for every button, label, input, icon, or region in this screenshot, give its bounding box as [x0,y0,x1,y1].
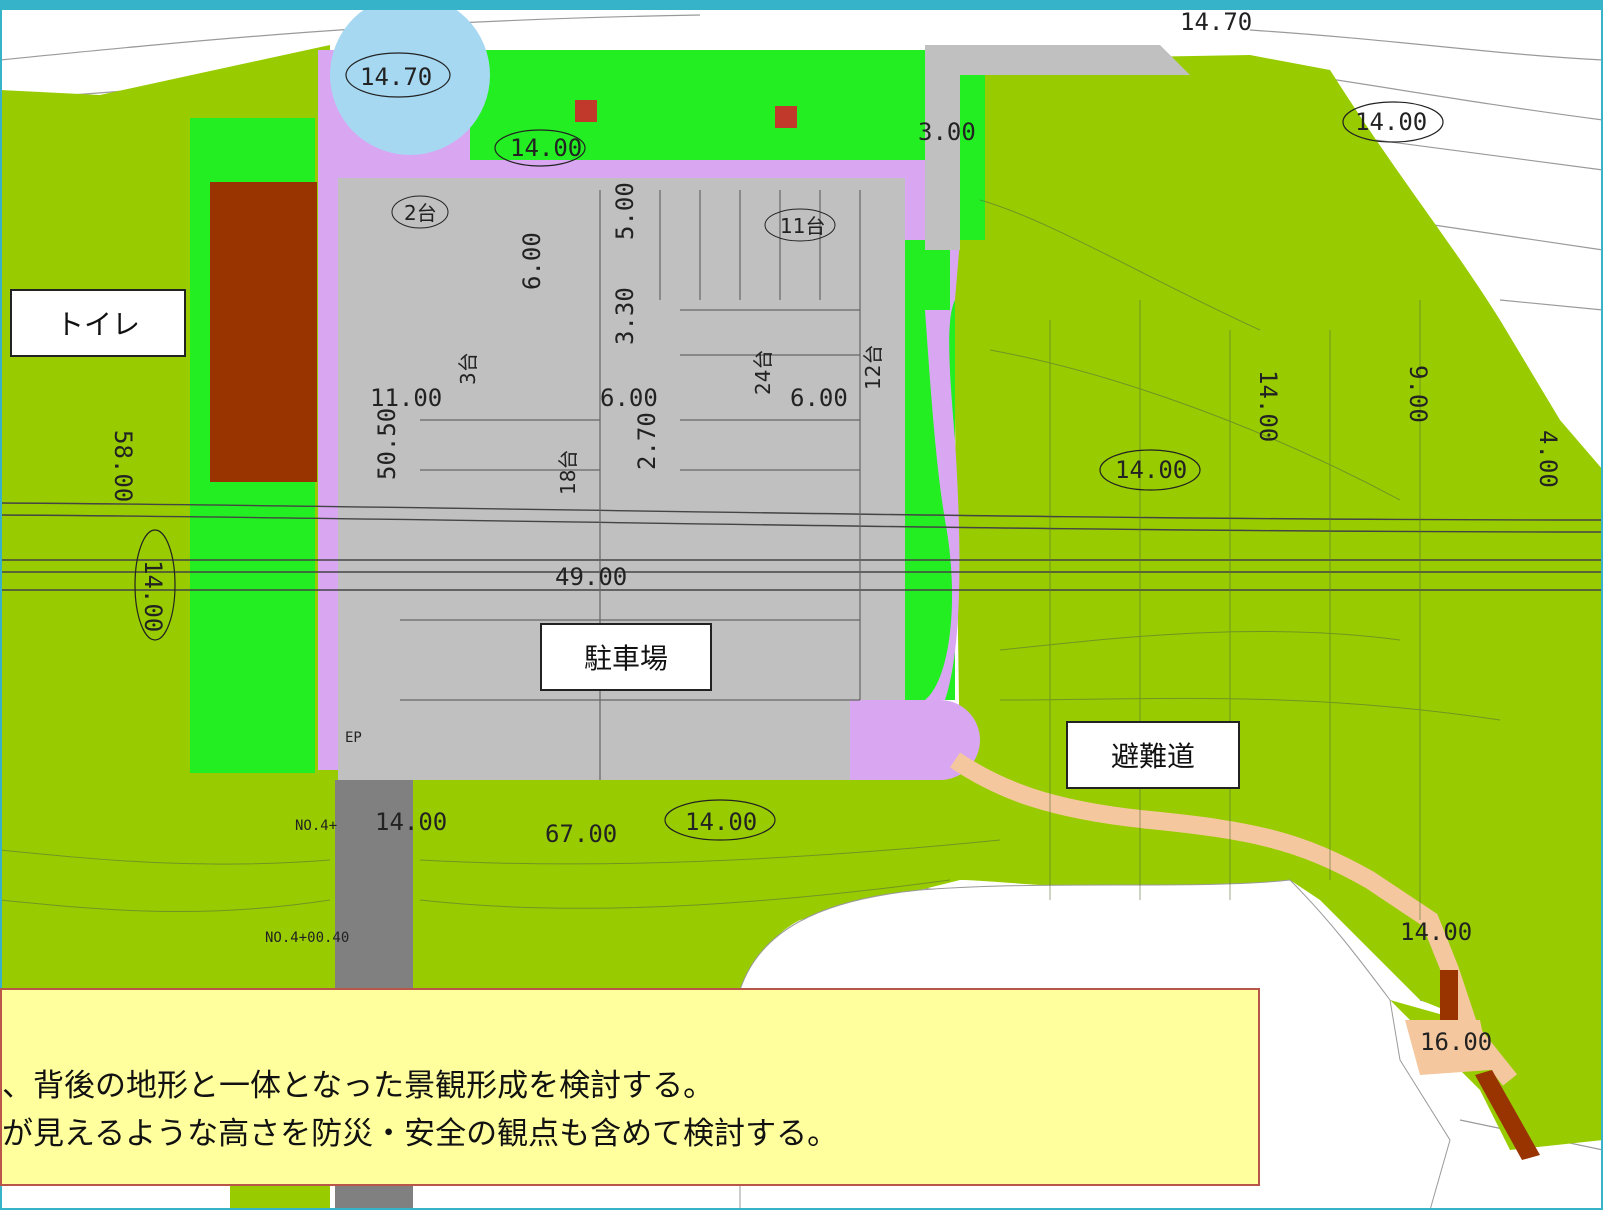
access-road-top [940,45,1190,75]
dimension-label: 3.30 [611,287,639,345]
elevation-label: 9.00 [1404,365,1432,423]
dimension-label: 49.00 [555,563,627,591]
station-label: NO.4+00.40 [265,930,349,946]
road-alignment-lines [0,502,1603,591]
elevation-label: 14.00 [1254,370,1282,442]
toilet-label: トイレ [10,289,186,357]
contour-lines-site [0,199,1501,920]
stair-2 [1475,1070,1540,1160]
dimension-label: 6.00 [518,232,546,290]
evacuation-road-label: 避難道 [1066,721,1240,789]
parking-lot [338,178,905,780]
station-label: EP [345,730,362,746]
svg-text:24台: 24台 [751,350,775,395]
elevation-label: 14.00 [685,808,757,836]
elevation-label: 14.70 [360,63,432,91]
note-box: 、背後の地形と一体となった景観形成を検討する。 が見えるような高さを防災・安全の… [0,988,1260,1186]
stair-1 [1440,970,1458,1020]
svg-text:18台: 18台 [556,450,580,495]
dimension-label: 50.50 [373,408,401,480]
elevation-label: 14.00 [510,134,582,162]
svg-text:12台: 12台 [861,345,885,390]
dimension-label: 2.70 [633,412,661,470]
dimension-label: 6.00 [790,384,848,412]
light-fixture [575,100,597,122]
evacuation-road [950,752,1518,1086]
elevation-label: 14.00 [375,808,447,836]
elevation-label: 4.00 [1534,430,1562,488]
lawn-area-south [0,770,340,990]
light-fixture [775,106,797,128]
green-strip-north [470,50,925,160]
elevation-label: 3.00 [918,118,976,146]
access-road-ne [925,45,960,250]
elevation-markers [134,52,1444,841]
elevation-label: 14.00 [139,560,167,632]
top-frame-bar [0,0,1603,10]
stall-counts: 2台 11台 3台 24台 12台 18台 [391,195,885,495]
water-tank [330,0,490,155]
dimension-label: 58.00 [109,430,137,502]
note-line-1: 、背後の地形と一体となった景観形成を検討する。 [2,1068,715,1104]
dimension-label: 5.00 [611,182,639,240]
landing [1405,1020,1490,1075]
svg-text:3台: 3台 [456,352,480,385]
toilet-building [210,182,317,482]
lawn-area-east [410,55,1603,1070]
elevation-label: 14.00 [1115,456,1187,484]
elevation-label: 14.00 [1355,108,1427,136]
turnaround [850,700,980,780]
parking-label: 駐車場 [540,623,712,691]
svg-text:2台: 2台 [404,201,437,225]
elevation-label: 14.70 [1180,8,1252,36]
note-line-2: が見えるような高さを防災・安全の観点も含めて検討する。 [2,1116,839,1152]
station-label: NO.4+ [295,818,337,834]
dimension-label: 6.00 [600,384,658,412]
elevation-label: 16.00 [1420,1028,1492,1056]
elevation-label: 14.00 [1400,918,1472,946]
svg-text:11台: 11台 [780,214,825,238]
dimension-label: 11.00 [370,384,442,412]
dimension-label: 67.00 [545,820,617,848]
